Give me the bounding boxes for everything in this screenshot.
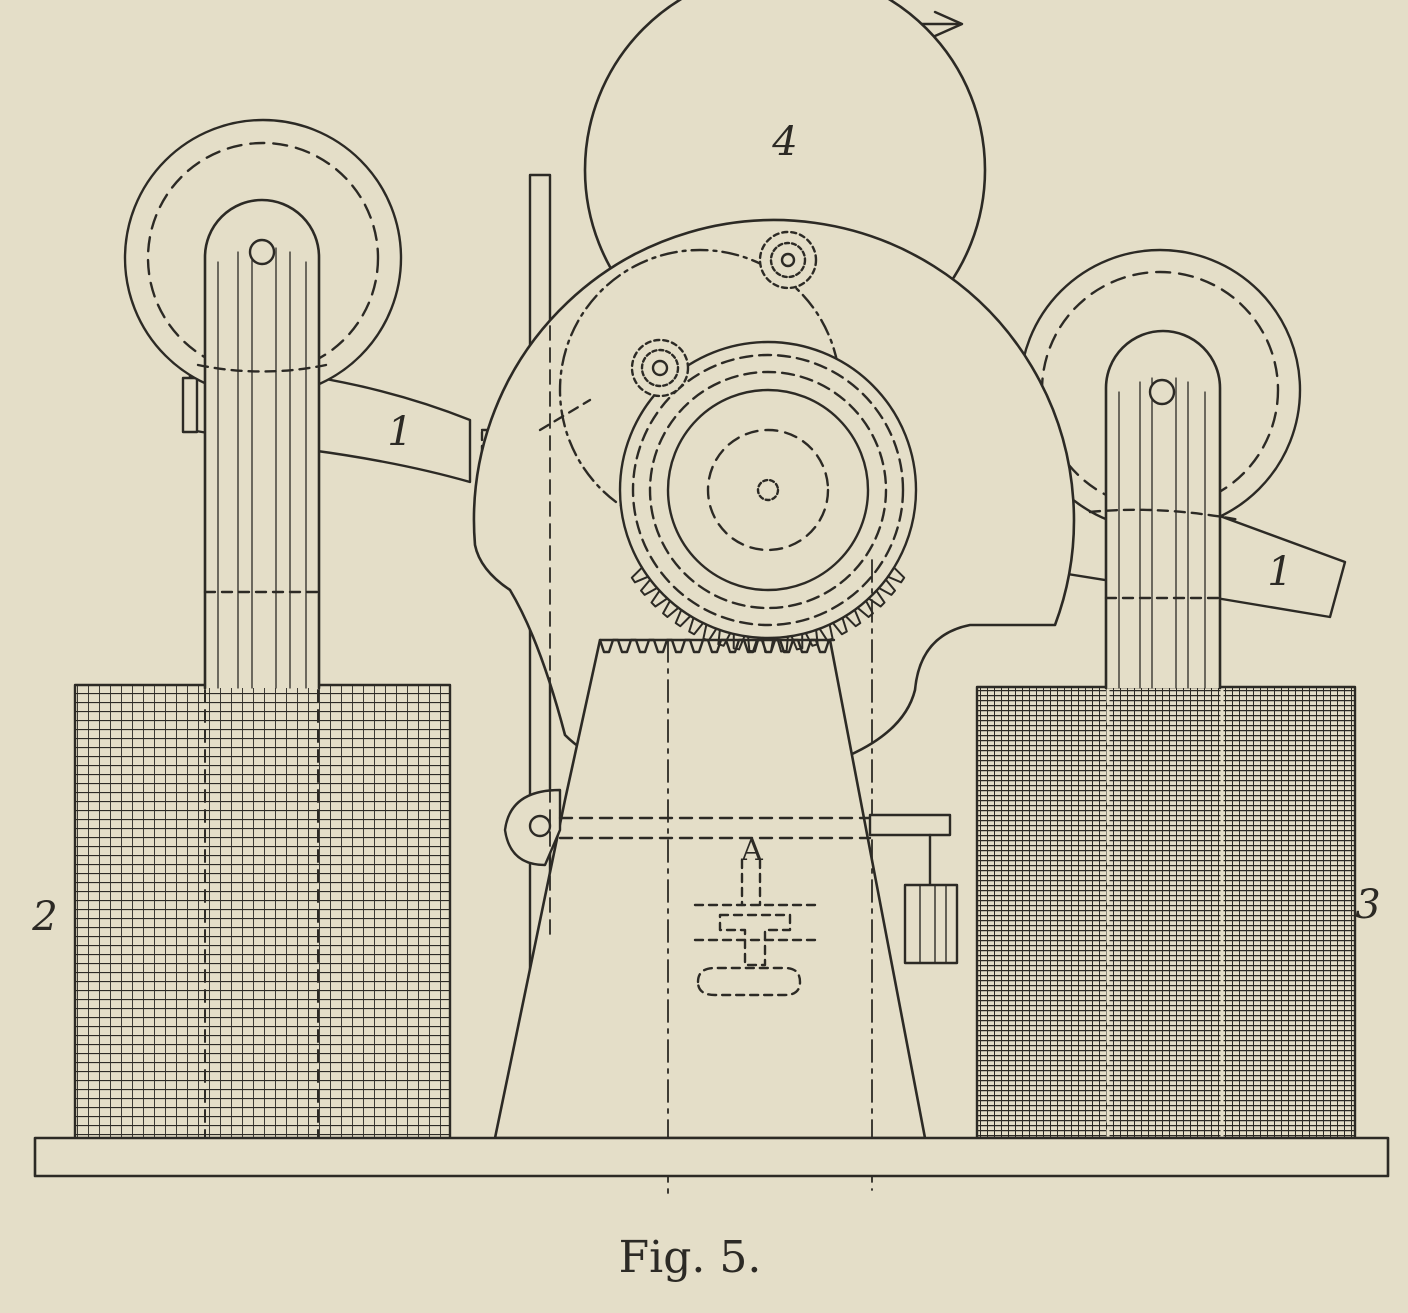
coil-left bbox=[73, 683, 452, 1142]
label-coil-3: 3 bbox=[1355, 882, 1380, 928]
core-right bbox=[1088, 329, 1242, 690]
label-lever-right: 1 bbox=[1267, 549, 1292, 595]
bracket-a bbox=[693, 858, 817, 997]
coil-right bbox=[975, 685, 1357, 1142]
label-coil-2: 2 bbox=[31, 894, 57, 940]
core-left bbox=[196, 198, 328, 690]
pivot-lug bbox=[503, 788, 562, 867]
gear-rack bbox=[598, 638, 836, 654]
label-lever-left: 1 bbox=[387, 409, 412, 455]
figure-caption: Fig. 5. bbox=[619, 1232, 762, 1283]
counterweight bbox=[903, 883, 959, 965]
center-lines bbox=[549, 259, 873, 1196]
pinion-top bbox=[758, 230, 818, 290]
balance-beam bbox=[558, 813, 952, 887]
base-board bbox=[33, 1136, 1390, 1178]
label-bracket-a: A bbox=[740, 833, 763, 868]
pinion-left bbox=[630, 338, 690, 398]
label-wheel-4: 4 bbox=[771, 119, 797, 165]
